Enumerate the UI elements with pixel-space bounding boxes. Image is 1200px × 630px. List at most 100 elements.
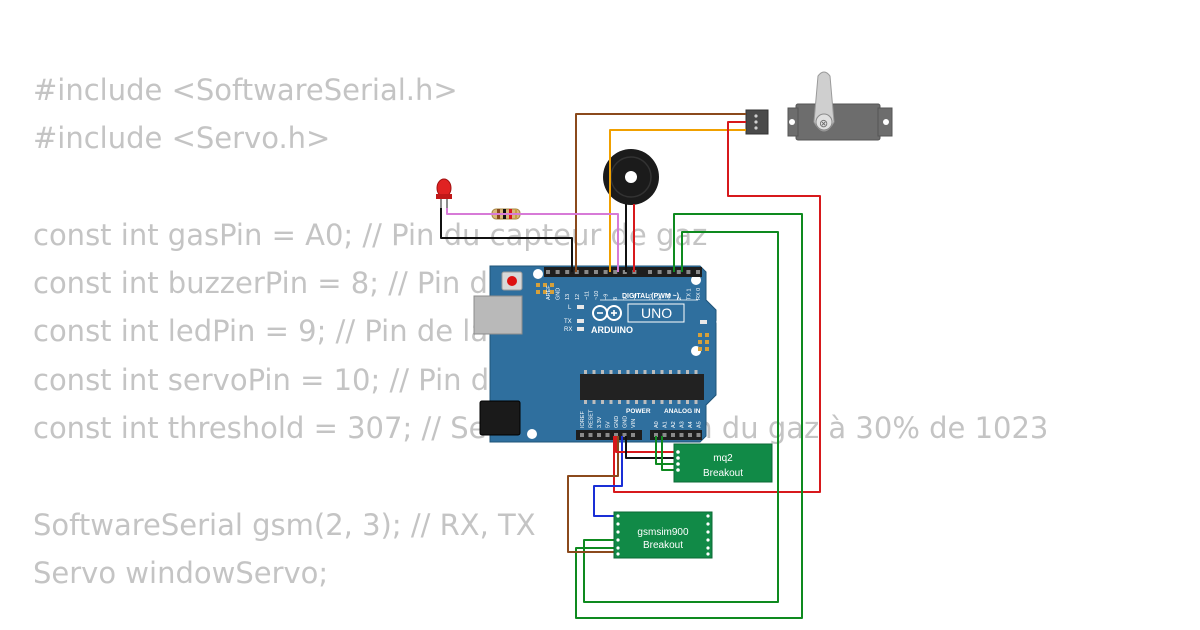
pin-hole[interactable]: [546, 270, 550, 274]
pin-hole[interactable]: [622, 433, 627, 437]
pin-hole[interactable]: [580, 433, 584, 437]
pin-hole[interactable]: [671, 433, 675, 437]
chip-leg: [618, 370, 621, 374]
pin-hole[interactable]: [696, 270, 700, 274]
chip-leg: [652, 370, 655, 374]
pin-hole[interactable]: [696, 433, 701, 437]
chip-leg: [592, 370, 596, 374]
wire-gsm-gnd: [567, 436, 619, 553]
pin-label: A3: [680, 421, 686, 428]
pin-hole[interactable]: [565, 270, 570, 274]
pin-label: RX 0: [696, 288, 702, 300]
chip-leg: [635, 370, 638, 374]
pin-label: ~6: [632, 294, 638, 300]
pin-hole[interactable]: [648, 270, 652, 274]
wire-gsm-rx: [575, 213, 803, 619]
pin-hole[interactable]: [686, 270, 691, 274]
chip-leg: [584, 370, 587, 374]
pin-hole[interactable]: [657, 270, 662, 274]
pin-label: 5V: [606, 421, 612, 428]
chip-leg: [635, 400, 638, 404]
pin-label: 3.3V: [597, 416, 603, 428]
chip-leg: [601, 370, 604, 374]
led-label-on: ON: [716, 320, 725, 326]
servo-motor[interactable]: ⊗: [745, 71, 893, 141]
chip-leg: [626, 370, 630, 374]
wires: [440, 113, 821, 619]
pin-label: AREF: [546, 285, 552, 300]
gsmsim900-breakout[interactable]: gsmsim900 Breakout: [613, 511, 713, 559]
pin-hole[interactable]: [603, 270, 608, 274]
pin-hole[interactable]: [614, 433, 618, 437]
pin-label: A2: [671, 421, 677, 428]
pin-hole[interactable]: [654, 433, 658, 437]
pin-label: 4: [658, 297, 664, 300]
mounting-hole: [691, 275, 701, 285]
icsp-header: [536, 283, 554, 294]
chip-leg: [626, 400, 630, 404]
wire-mq2-digital: [661, 436, 674, 471]
pin-label: RESET: [589, 409, 595, 428]
pin-hole[interactable]: [555, 270, 560, 274]
pin-label: 12: [575, 294, 581, 300]
gsm-subtitle: Breakout: [643, 540, 683, 551]
red-led[interactable]: [436, 178, 452, 209]
pin-label: A5: [697, 421, 703, 428]
digital-header-label: DIGITAL (PWM ~): [622, 293, 679, 300]
analog-pin-header: [650, 430, 702, 440]
mounting-hole: [533, 269, 543, 279]
pin-hole[interactable]: [662, 433, 667, 437]
chip-leg: [652, 400, 655, 404]
pin-label: ~3: [667, 294, 673, 300]
chip-leg: [694, 400, 698, 404]
pin-label: ~11: [584, 291, 590, 300]
pin-label: ~5: [648, 294, 654, 300]
analog-header-label: ANALOG IN: [664, 408, 701, 415]
pin-label: ~10: [594, 291, 600, 300]
board-outline: [489, 265, 717, 443]
chip-leg: [660, 400, 664, 404]
pin-hole[interactable]: [631, 433, 635, 437]
chip-leg: [601, 400, 604, 404]
pin-hole[interactable]: [622, 270, 627, 274]
mq2-breakout[interactable]: mq2 Breakout: [673, 443, 773, 483]
pin-hole[interactable]: [597, 433, 601, 437]
led-label-rx: RX: [564, 327, 572, 333]
servo-shaft-screw: ⊗: [819, 117, 828, 130]
pin-hole[interactable]: [594, 270, 598, 274]
wire-gsm-power: [593, 436, 623, 517]
code-line: Servo windowServo;: [33, 555, 329, 590]
digital-pin-holes: [546, 270, 700, 274]
pin-hole[interactable]: [613, 270, 618, 274]
power-header-label: POWER: [626, 408, 651, 415]
wire-mq2-gnd: [625, 436, 674, 459]
pin-hole[interactable]: [605, 433, 610, 437]
led-label-tx: TX: [564, 319, 572, 325]
pin-hole[interactable]: [679, 433, 684, 437]
chip-leg: [609, 400, 613, 404]
uno-label-box: [627, 303, 685, 323]
pin-hole[interactable]: [584, 270, 589, 274]
pin-hole[interactable]: [667, 270, 672, 274]
wire-led-signal: [446, 208, 619, 272]
chip-leg: [677, 400, 681, 404]
pin-label: IOREF: [580, 411, 586, 428]
gsm-title: gsmsim900: [637, 527, 689, 538]
pin-label: GND: [614, 416, 620, 428]
chip-leg: [669, 370, 672, 374]
pin-hole[interactable]: [588, 433, 593, 437]
piezo-buzzer[interactable]: [603, 149, 659, 214]
wire-servo-gnd: [575, 113, 746, 272]
code-line: #include <Servo.h>: [33, 121, 331, 156]
chip-leg: [618, 400, 621, 404]
arduino-logo: [592, 305, 622, 321]
pin-label: 8: [613, 297, 619, 300]
icsp-header-right: [698, 333, 709, 351]
pin-label: A0: [654, 421, 660, 428]
pin-hole[interactable]: [688, 433, 692, 437]
pin-label: ~9: [604, 294, 610, 300]
chip-leg: [694, 370, 698, 374]
pin-hole[interactable]: [676, 270, 681, 274]
